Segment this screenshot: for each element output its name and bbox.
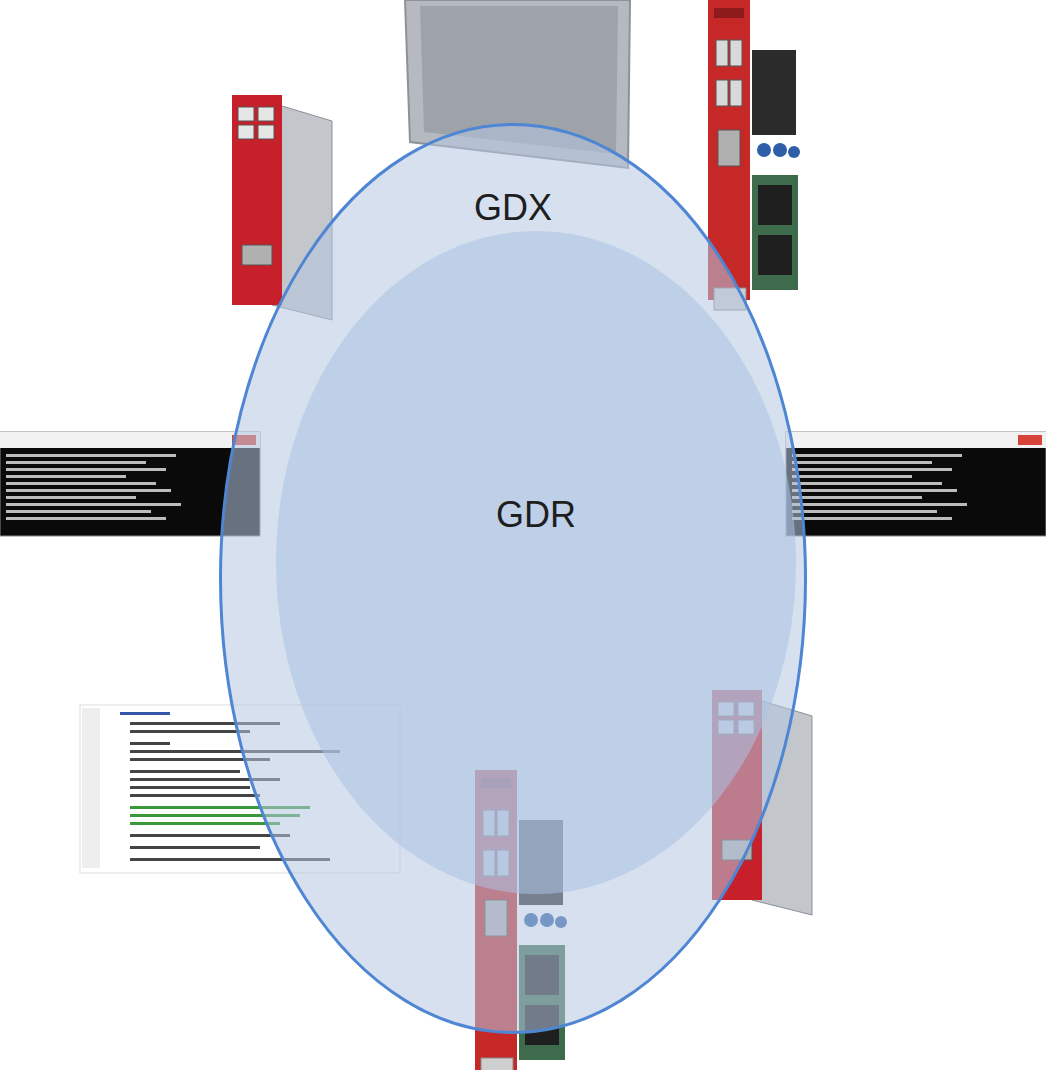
console-window: [0, 432, 260, 536]
outer-circle: GDR GDX: [218, 122, 808, 1035]
circle-shape: [221, 125, 806, 1033]
circle-outline: [275, 230, 797, 895]
console-window: [786, 432, 1046, 536]
circle-label: GDX: [218, 188, 808, 228]
circle-shape: [276, 231, 796, 894]
inner-circle: GDR: [275, 230, 797, 895]
circle-label: GDR: [275, 495, 797, 535]
